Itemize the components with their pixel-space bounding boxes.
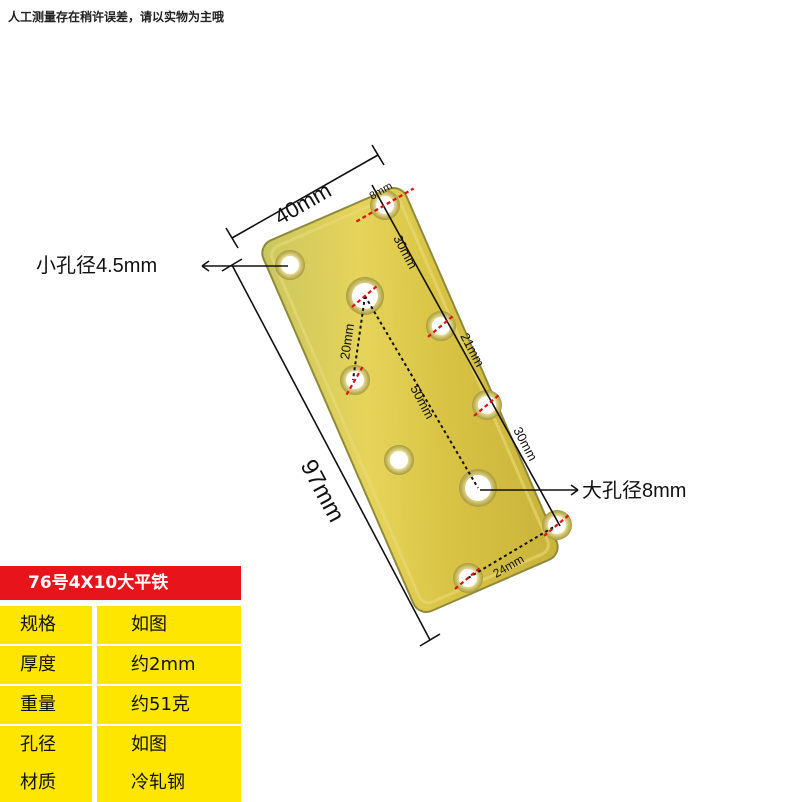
dotted-guides xyxy=(352,295,558,579)
spec-value: 约2mm xyxy=(97,646,241,684)
spec-label: 规格 xyxy=(0,606,92,644)
spec-row: 孔径 如图 xyxy=(0,726,241,764)
dimension-lines xyxy=(201,144,579,647)
spec-label: 厚度 xyxy=(0,646,92,684)
spec-value: 如图 xyxy=(97,726,241,764)
spec-row: 材质 冷轧钢 xyxy=(0,764,241,802)
small-hole xyxy=(275,250,305,280)
spec-label: 孔径 xyxy=(0,726,92,764)
small-hole-label: 小孔径4.5mm xyxy=(36,254,157,277)
spec-value: 冷轧钢 xyxy=(97,764,241,802)
spec-label: 重量 xyxy=(0,686,92,724)
spec-value: 约51克 xyxy=(97,686,241,724)
spec-table: 76号4X10大平铁 规格 如图 厚度 约2mm 重量 约51克 孔径 如图 材… xyxy=(0,566,241,802)
spec-value: 如图 xyxy=(97,606,241,644)
small-hole xyxy=(384,445,414,475)
spec-title: 76号4X10大平铁 xyxy=(0,566,241,600)
spec-row: 厚度 约2mm xyxy=(0,646,241,684)
red-hole-markers xyxy=(345,187,571,590)
large-hole-label: 大孔径8mm xyxy=(582,479,686,502)
length-label: 97mm xyxy=(295,455,350,527)
spec-label: 材质 xyxy=(0,764,92,802)
spacing-20-label: 20mm xyxy=(337,323,357,361)
spec-row: 重量 约51克 xyxy=(0,686,241,724)
measurement-notice: 人工测量存在稍许误差，请以实物为主哦 xyxy=(8,10,225,24)
spec-row: 规格 如图 xyxy=(0,606,241,644)
